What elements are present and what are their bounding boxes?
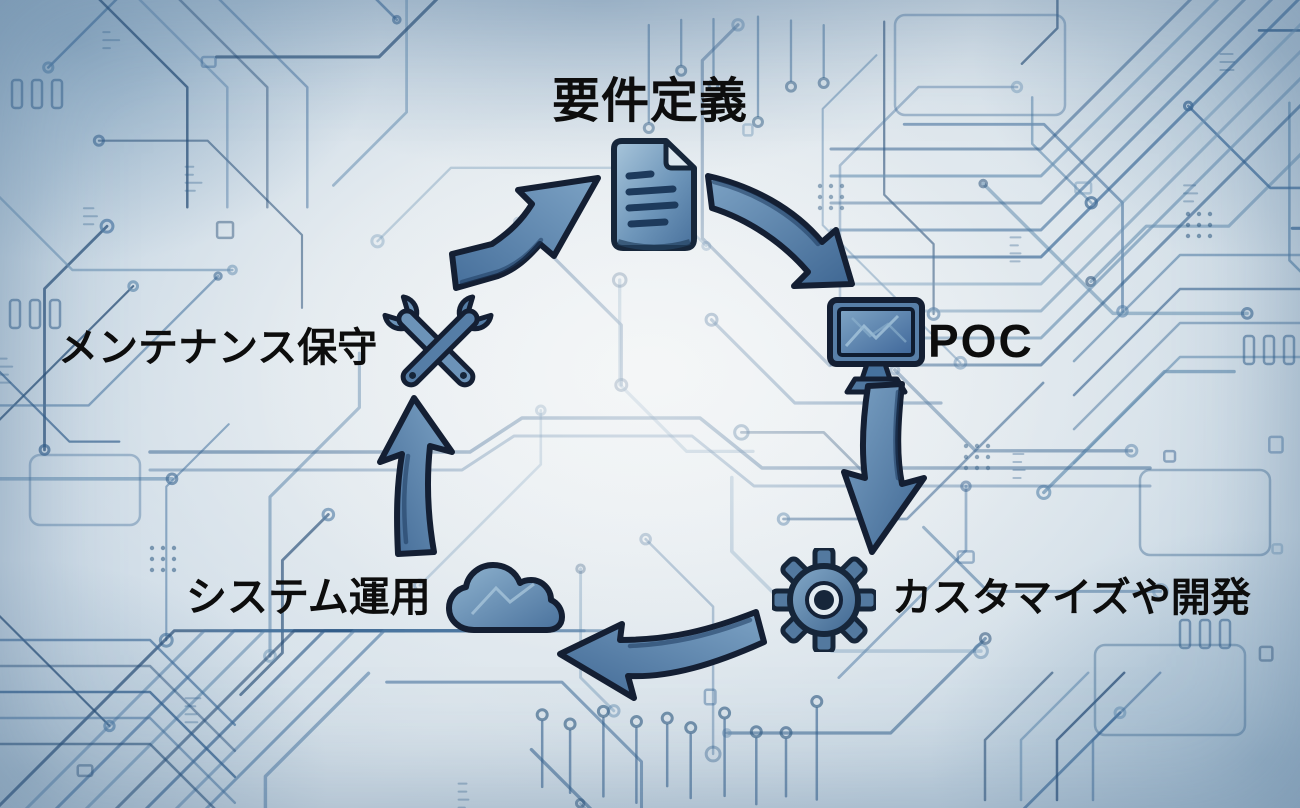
node-label-system-operation: システム運用: [186, 574, 431, 620]
arrow-poc-to-develop: [838, 378, 943, 563]
node-label-maintenance: メンテナンス保守: [58, 326, 378, 370]
node-label-requirements: 要件定義: [551, 75, 748, 128]
node-label-poc: POC: [928, 315, 1034, 367]
document-icon: [606, 136, 702, 259]
wrenches-icon: [382, 288, 494, 405]
gear-icon: [769, 545, 879, 657]
arrow-develop-to-operation: [550, 606, 775, 711]
arrow-operation-to-maintenance: [368, 392, 463, 567]
arrow-requirements-to-poc: [700, 166, 865, 301]
arrow-maintenance-to-requirements: [440, 160, 605, 300]
node-label-customize-develop: カスタマイズや開発: [892, 576, 1251, 620]
